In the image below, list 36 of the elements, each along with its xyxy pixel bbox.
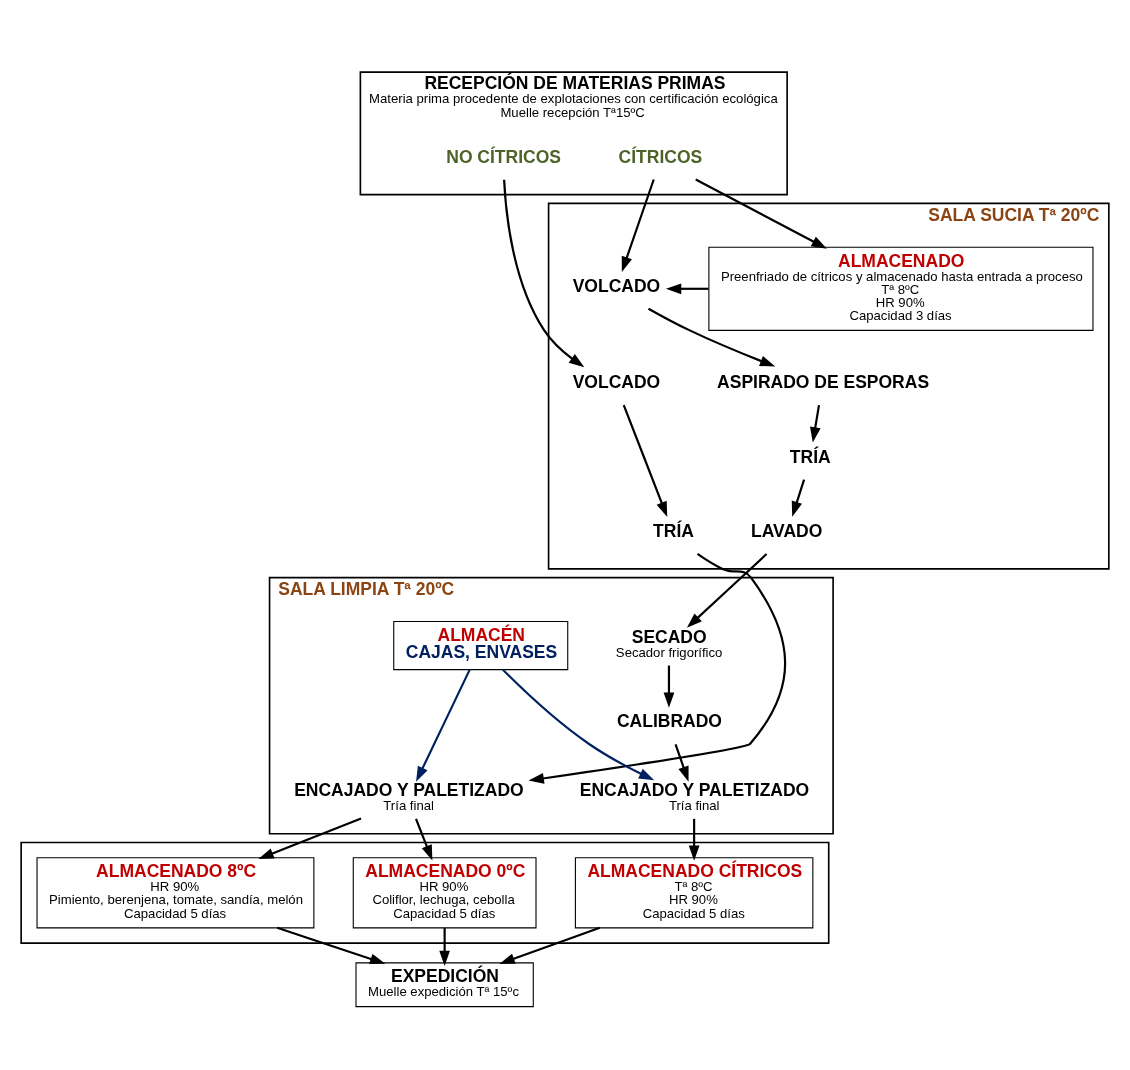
arrow bbox=[791, 479, 806, 517]
node-text: CÍTRICOS bbox=[618, 146, 703, 167]
node-text: SECADO Secador frigorífico bbox=[615, 627, 723, 661]
node-text: ENCAJADO Y PALETIZADO Tría final bbox=[294, 780, 524, 814]
arrow bbox=[502, 669, 655, 781]
arrow bbox=[528, 552, 787, 784]
node-box: ALMACÉN CAJAS, ENVASES bbox=[393, 620, 569, 671]
node-text: CALIBRADO bbox=[616, 711, 722, 732]
arrow bbox=[647, 307, 776, 367]
arrow bbox=[258, 817, 362, 859]
node-box: ALMACENADO 8ºC HR 90% Pimiento, berenjena, tomate, sandía, melón Capacidad 5 días bbox=[36, 857, 315, 929]
arrow bbox=[439, 927, 450, 966]
arrow bbox=[688, 818, 700, 861]
node-box: ALMACENADO Preenfriado de cítricos y almacenado hasta entrada a proceso Tª 8ºC HR 90% Capacidad 3 días bbox=[708, 246, 1094, 331]
node-text: TRÍA bbox=[653, 520, 694, 541]
node-text: ASPIRADO DE ESPORAS bbox=[717, 372, 930, 393]
arrow bbox=[809, 404, 821, 443]
node-text: VOLCADO bbox=[572, 372, 661, 393]
node-box: EXPEDICIÓN Muelle expedición Tª 15ºc bbox=[355, 962, 534, 1008]
arrow bbox=[503, 179, 585, 368]
arrow bbox=[686, 553, 768, 628]
node-text: LAVADO bbox=[751, 520, 823, 541]
node-text: TRÍA bbox=[789, 446, 831, 467]
arrow bbox=[622, 404, 668, 518]
arrow bbox=[621, 179, 655, 272]
node-text: VOLCADO bbox=[572, 275, 661, 296]
node-box: ALMACENADO CÍTRICOS Tª 8ºC HR 90% Capacidad 5 días bbox=[574, 857, 814, 929]
arrow bbox=[415, 818, 433, 861]
node-text: NO CÍTRICOS bbox=[446, 146, 562, 167]
node-box: ALMACENADO 0ºC HR 90% Coliflor, lechuga, cebolla Capacidad 5 días bbox=[352, 857, 537, 929]
arrow bbox=[416, 669, 471, 782]
arrow bbox=[674, 744, 689, 782]
arrow bbox=[695, 178, 827, 249]
node-text: ENCAJADO Y PALETIZADO Tría final bbox=[579, 780, 810, 814]
arrow bbox=[665, 283, 709, 295]
arrow bbox=[663, 665, 675, 708]
